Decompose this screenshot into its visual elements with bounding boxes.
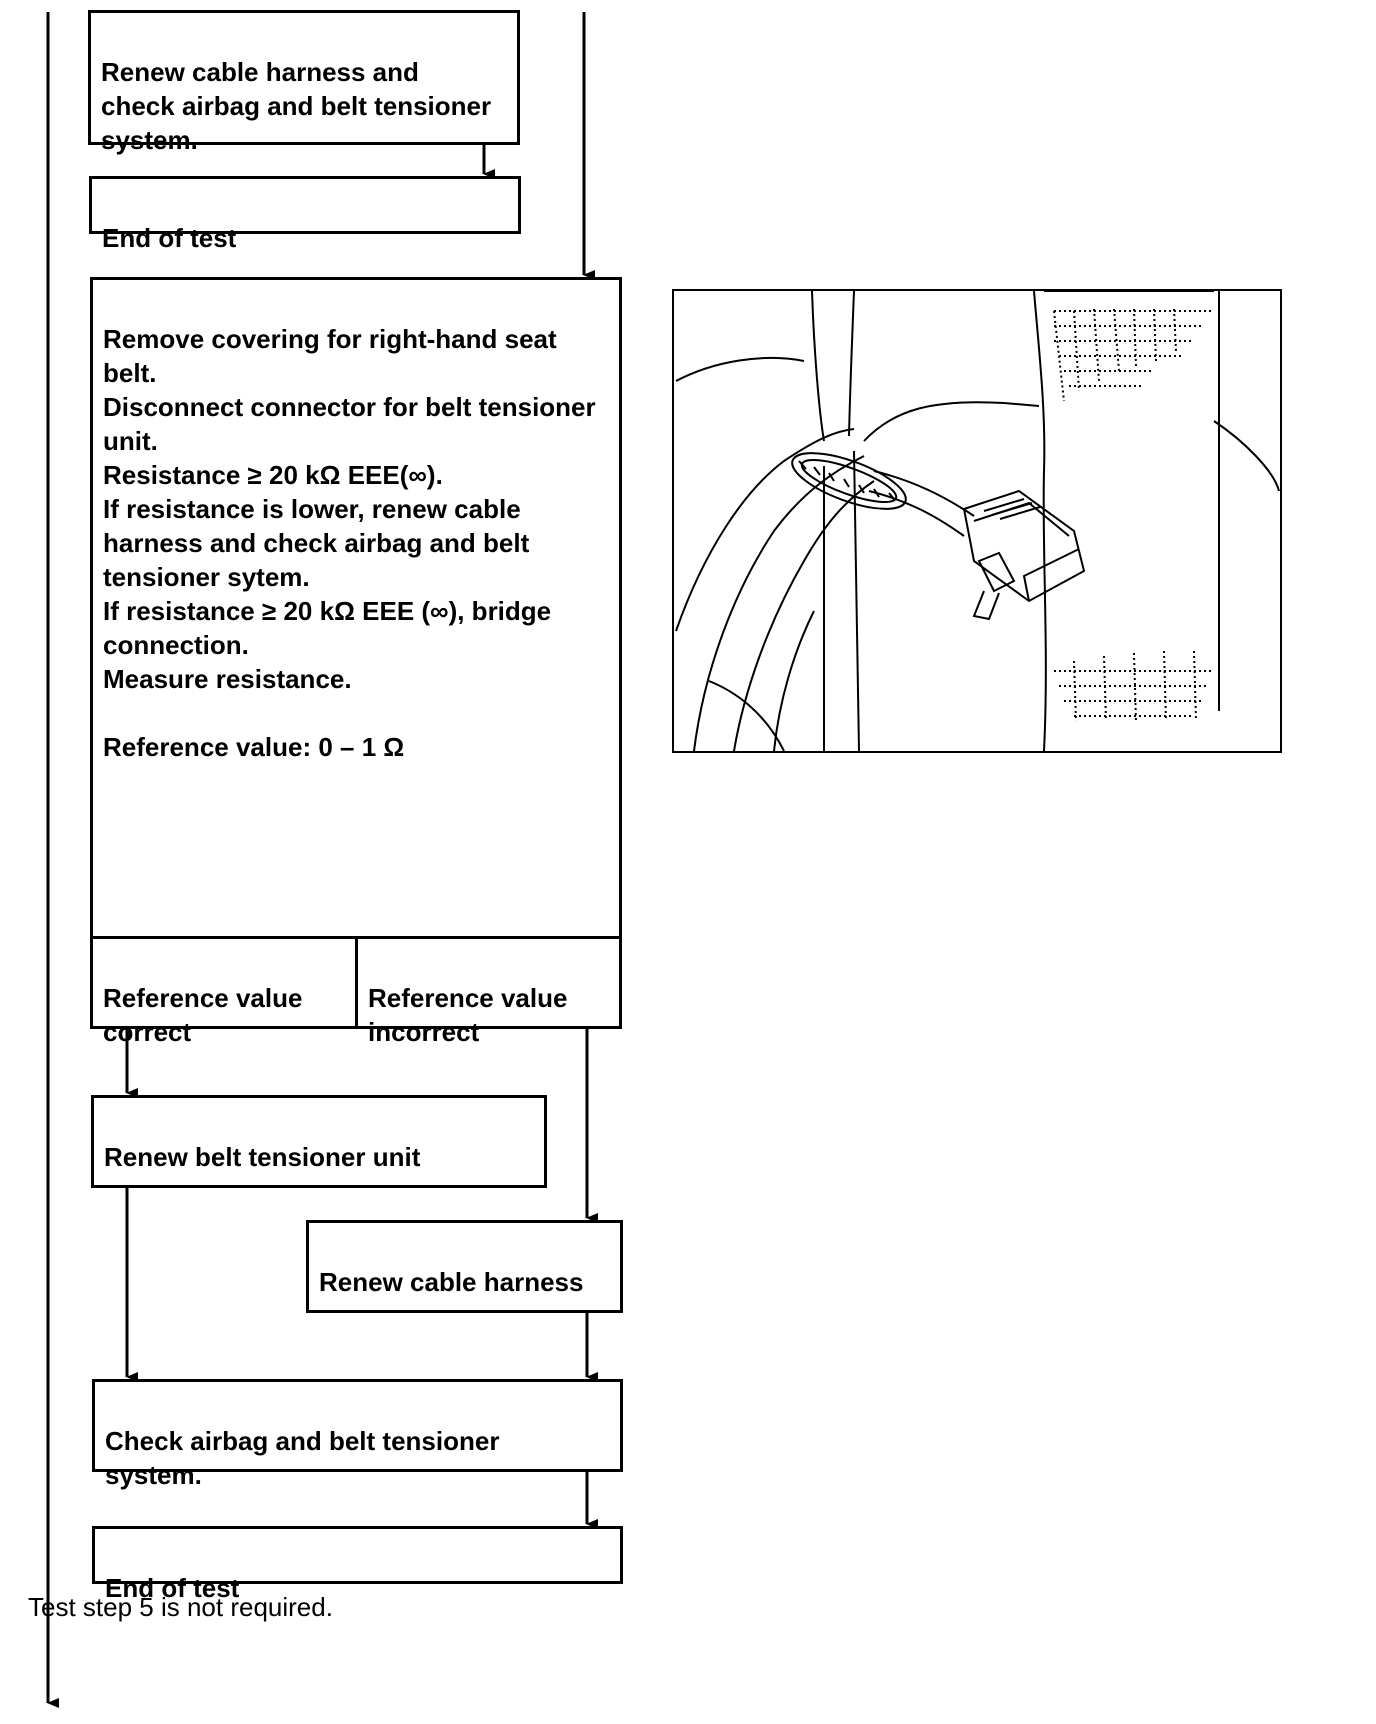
renew-harness-box: Renew cable harness	[306, 1220, 623, 1313]
branch-correct-box: Reference value correct	[90, 936, 358, 1047]
footer-note: Test step 5 is not required.	[28, 1592, 333, 1622]
main-instruction-text: Remove covering for right-hand seat belt…	[103, 324, 596, 762]
renew-tensioner-box: Renew belt tensioner unit	[91, 1095, 547, 1188]
main-instruction-box: Remove covering for right-hand seat belt…	[90, 277, 622, 939]
end-of-test-top-box: End of test	[89, 176, 521, 253]
check-system-text: Check airbag and belt tensioner system.	[105, 1426, 500, 1490]
renew-harness-top-box: Renew cable harness and check airbag and…	[88, 10, 520, 155]
end-of-test-top-text: End of test	[102, 223, 237, 253]
check-system-box: Check airbag and belt tensioner system.	[92, 1379, 623, 1490]
connector-drawing	[675, 291, 1280, 751]
renew-harness-top-text: Renew cable harness and check airbag and…	[101, 57, 492, 155]
branch-incorrect-text: Reference value incorrect	[368, 983, 568, 1047]
branch-correct-text: Reference value correct	[103, 983, 303, 1047]
end-of-test-bottom-text: End of test	[105, 1573, 240, 1603]
branch-incorrect-box: Reference value incorrect	[355, 936, 622, 1047]
renew-harness-text: Renew cable harness	[319, 1267, 584, 1297]
end-of-test-bottom-box: End of test	[92, 1526, 623, 1603]
seat-belt-connector-illustration	[672, 289, 1282, 753]
renew-tensioner-text: Renew belt tensioner unit	[104, 1142, 421, 1172]
